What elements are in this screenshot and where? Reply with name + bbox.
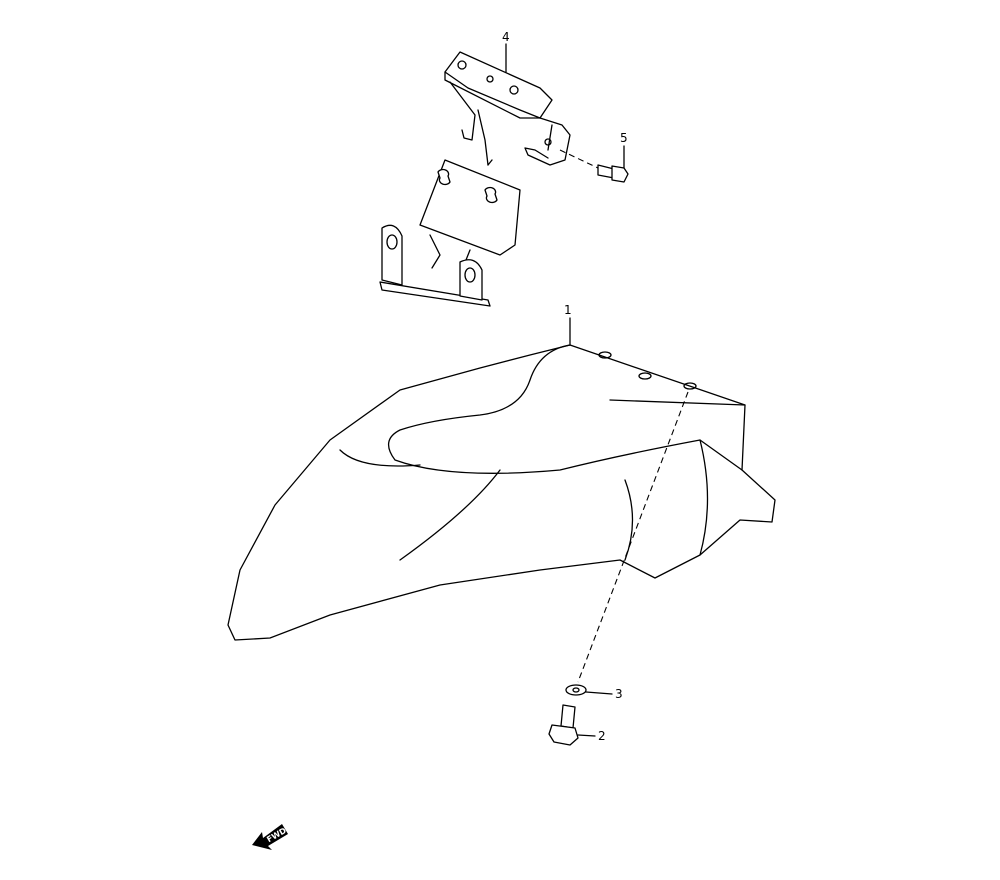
fwd-arrow-icon: FWD <box>252 824 288 850</box>
callout-4: 4 <box>502 30 510 44</box>
callout-2: 2 <box>598 729 606 743</box>
callout-1: 1 <box>564 303 572 317</box>
washer <box>565 684 613 696</box>
callout-5: 5 <box>620 131 628 145</box>
fender-bracket <box>379 51 571 307</box>
front-fender <box>227 317 776 683</box>
bolt <box>548 704 596 746</box>
callout-3: 3 <box>615 687 623 701</box>
bracket-bolt <box>559 145 629 183</box>
